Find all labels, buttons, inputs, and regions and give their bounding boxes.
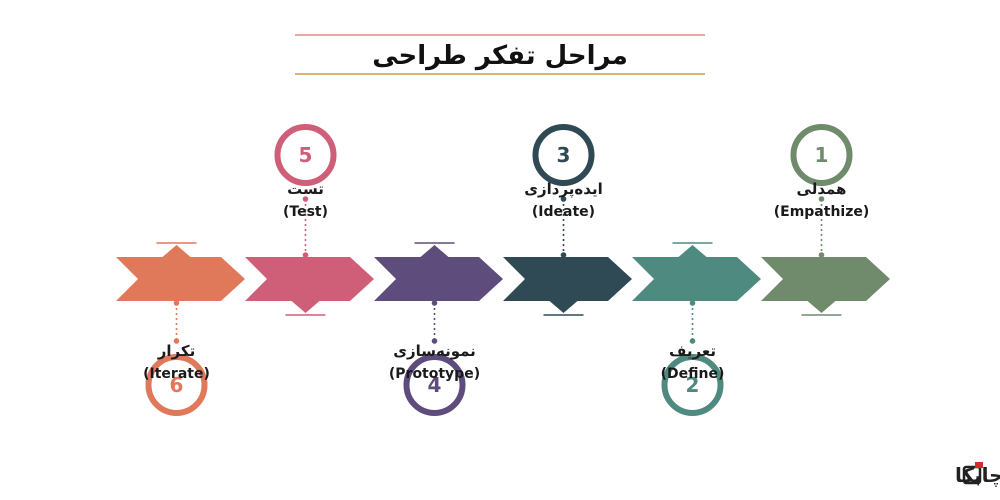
logo-mark [962,465,982,485]
stage-1-connector-dot [818,252,825,258]
stage-4-connector-dot [431,338,438,344]
stage-6-connector-dot [173,300,180,306]
stage-2-english-name: (Define) [661,366,725,382]
stage-1-arrow [761,257,890,301]
stage-2-connector-dot [689,300,696,306]
stage-5-pointer [291,301,320,313]
stage-3-pointer [549,301,578,313]
stage-3-english-name: (Ideate) [532,204,595,220]
logo-mark-accent [975,462,983,468]
stage-5-number: 5 [299,143,313,167]
stage-3-connector-dot [560,252,567,258]
stage-5-arrow [245,257,374,301]
stage-1-english-name: (Empathize) [774,204,870,220]
stage-6-number: 6 [170,373,184,397]
stage-3-name: ایده‌پردازی [524,180,602,199]
stage-4-name: نمونه‌سازی [393,342,476,360]
stage-2-connector-dot [689,338,696,344]
stage-5-english-name: (Test) [283,204,328,220]
stage-4-badge [403,354,466,416]
stage-2-badge [661,354,724,416]
stage-3-badge [532,124,595,186]
stage-3-number: 3 [557,143,571,167]
chabokka-logo: آکادمی چابکا [955,462,1000,488]
stage-6-connector-dot [173,338,180,344]
stage-6-badge [145,354,208,416]
stage-4-english-name: (Prototype) [389,366,480,382]
stage-5-connector-dot [302,196,309,202]
stage-2-arrow [632,257,761,301]
stage-1-connector-dot [818,196,825,202]
stage-4-connector-dot [431,300,438,306]
stage-3-connector-dot [560,196,567,202]
stage-1-name: همدلی [797,180,847,198]
stage-5-connector-dot [302,252,309,258]
stage-2-number: 2 [686,373,700,397]
stage-6-english-name: (Iterate) [143,366,210,382]
stage-2-name: تعریف [669,342,716,360]
stage-1-pointer [807,301,836,313]
stage-5-badge [274,124,337,186]
stage-4-number: 4 [428,373,442,397]
stage-3-arrow [503,257,632,301]
stage-4-pointer [420,245,449,257]
stage-1-badge [790,124,853,186]
stage-5-name: تست [287,180,324,198]
stage-1-number: 1 [815,143,829,167]
stage-6-pointer [162,245,191,257]
stage-4-arrow [374,257,503,301]
stage-2-pointer [678,245,707,257]
stage-6-arrow [116,257,245,301]
stage-6-name: تکرار [157,342,195,360]
diagram-title: مراحل تفکر طراحی [372,41,628,71]
